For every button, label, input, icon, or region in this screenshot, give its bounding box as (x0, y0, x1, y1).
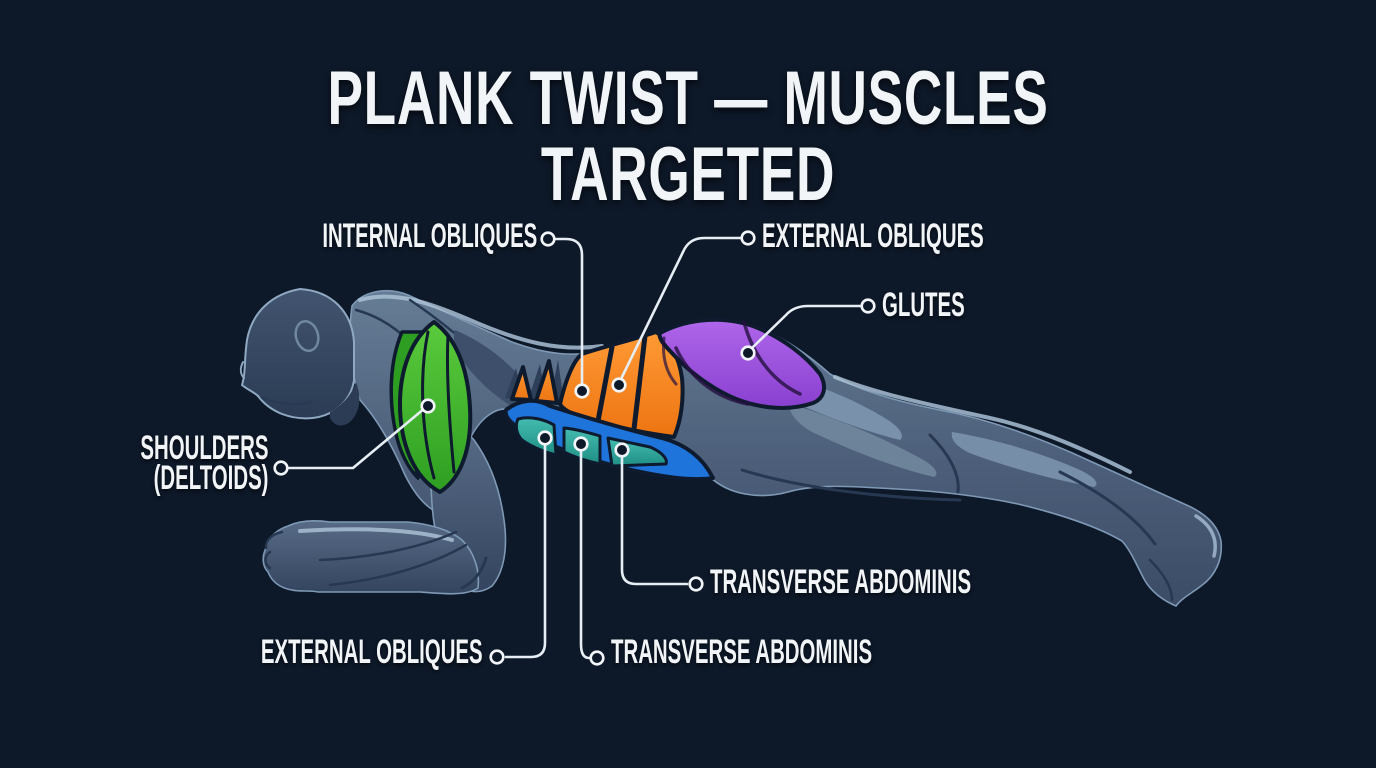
label-glutes: GLUTES (882, 286, 965, 324)
leader-glutes (751, 304, 862, 349)
label-transverse-abdominis-right: TRANSVERSE ABDOMINIS (710, 563, 972, 601)
leader-dots (273, 230, 876, 666)
leader-external-obliques-top (620, 236, 742, 379)
leader-transverse-bottom (579, 450, 591, 660)
leader-lines (287, 236, 862, 660)
label-transverse-abdominis-bottom: TRANSVERSE ABDOMINIS (611, 633, 873, 671)
label-shoulders-deltoids: SHOULDERS (DELTOIDS) (139, 429, 268, 497)
leader-shoulders (287, 406, 427, 470)
label-shoulders-line2: (DELTOIDS) (153, 459, 268, 497)
body-arm (262, 427, 507, 595)
label-external-obliques-bottom: EXTERNAL OBLIQUES (261, 633, 483, 671)
muscle-glutes (657, 317, 827, 410)
leader-external-obliques-bottom (504, 444, 547, 659)
label-external-obliques-top: EXTERNAL OBLIQUES (762, 217, 984, 255)
leader-transverse-right (620, 456, 689, 586)
page-title: PLANK TWIST — MUSCLES TARGETED (327, 56, 1049, 217)
ear (294, 319, 320, 353)
label-internal-obliques: INTERNAL OBLIQUES (322, 217, 537, 255)
label-shoulders-line1: SHOULDERS (139, 429, 268, 467)
leader-internal-obliques (554, 237, 584, 385)
body-head (239, 287, 360, 426)
